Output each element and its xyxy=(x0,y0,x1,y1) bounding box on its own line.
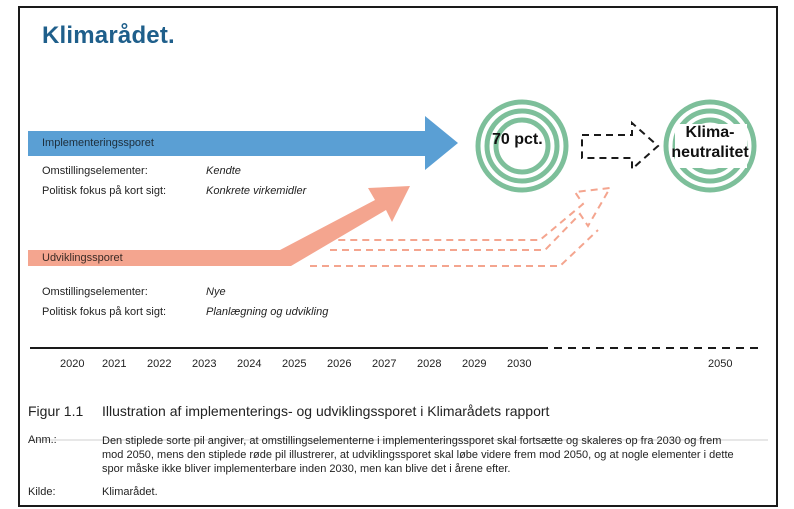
year-label: 2020 xyxy=(60,358,85,370)
year-label: 2027 xyxy=(372,358,397,370)
year-label: 2024 xyxy=(237,358,262,370)
year-label: 2021 xyxy=(102,358,127,370)
development-dashed-arrow xyxy=(310,186,612,267)
figure-title: Illustration af implementerings- og udvi… xyxy=(102,403,550,419)
year-label: 2028 xyxy=(417,358,442,370)
implementation-track-label: Implementeringssporet xyxy=(42,137,154,149)
klimaraadet-logo: Klimarådet. xyxy=(42,22,175,49)
target-neutrality-label-1: Klima- xyxy=(685,124,735,141)
impl-elements-value: Kendte xyxy=(206,165,241,177)
udv-focus-key: Politisk fokus på kort sigt: xyxy=(42,306,167,318)
note-label: Anm.: xyxy=(28,434,57,446)
target-neutrality-label-2: neutralitet xyxy=(671,144,749,161)
year-label: 2023 xyxy=(192,358,217,370)
impl-elements-key: Omstillingselementer: xyxy=(42,165,148,177)
year-label: 2029 xyxy=(462,358,487,370)
target-70pct xyxy=(475,99,569,193)
track-diagram xyxy=(28,99,768,441)
year-label: 2050 xyxy=(708,358,733,370)
year-label: 2026 xyxy=(327,358,352,370)
figure-frame: Klimarådet. Im xyxy=(18,6,778,507)
implementation-arrow xyxy=(28,116,458,170)
impl-focus-value: Konkrete virkemidler xyxy=(206,185,307,197)
year-label: 2030 xyxy=(507,358,532,370)
development-arrow xyxy=(28,186,410,266)
development-track-label: Udviklingssporet xyxy=(42,252,123,264)
udv-elements-key: Omstillingselementer: xyxy=(42,286,148,298)
source-label: Kilde: xyxy=(28,486,56,498)
note-text: Den stiplede sorte pil angiver, at omsti… xyxy=(102,435,734,475)
source-text: Klimarådet. xyxy=(102,486,158,498)
year-label: 2022 xyxy=(147,358,172,370)
year-label: 2025 xyxy=(282,358,307,370)
target-70pct-label: 70 pct. xyxy=(492,131,543,148)
impl-focus-key: Politisk fokus på kort sigt: xyxy=(42,185,167,197)
figure-number: Figur 1.1 xyxy=(28,403,84,419)
udv-focus-value: Planlægning og udvikling xyxy=(206,306,329,318)
udv-elements-value: Nye xyxy=(206,286,226,298)
implementation-dashed-arrow xyxy=(581,120,660,172)
